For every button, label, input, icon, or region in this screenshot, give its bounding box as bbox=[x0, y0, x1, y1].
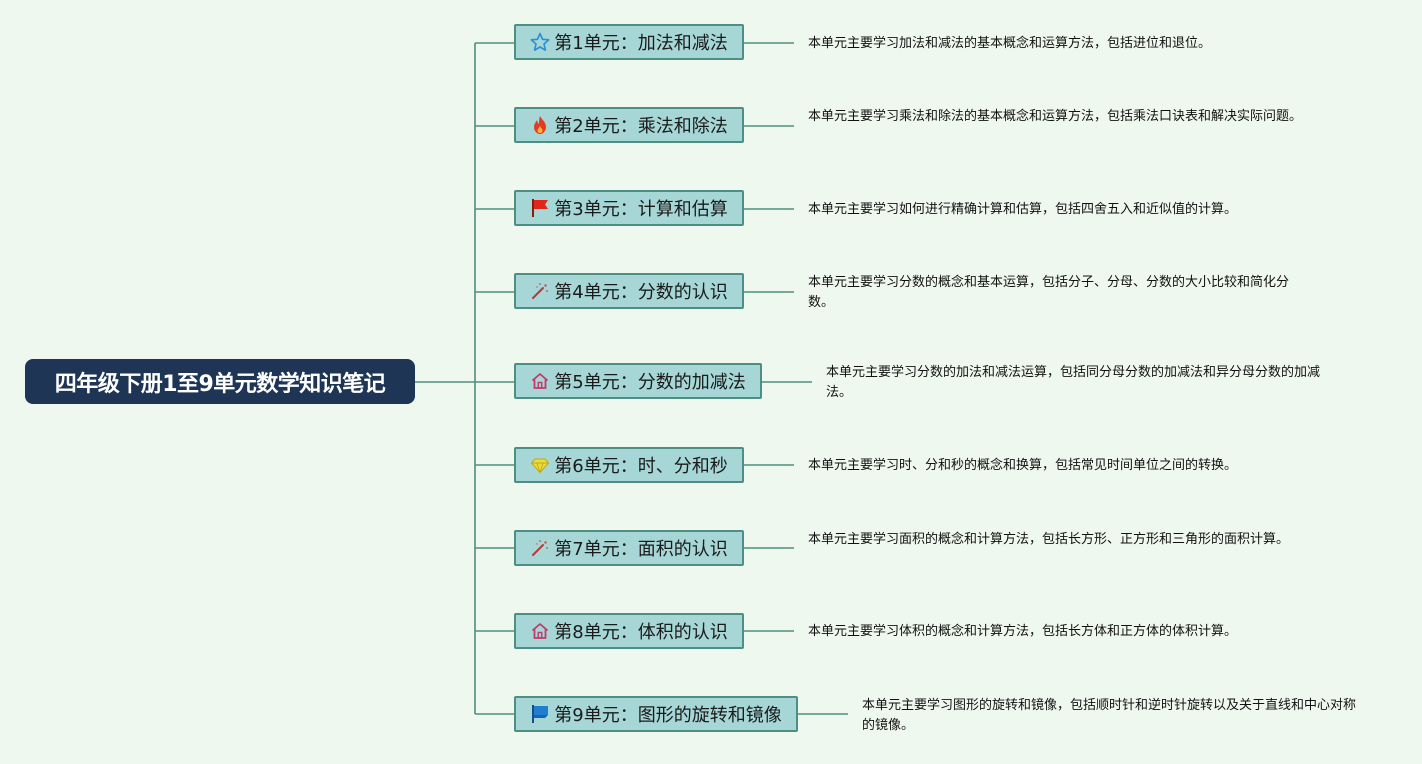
unit-9-title: 第9单元：图形的旋转和镜像 bbox=[554, 705, 782, 726]
unit-1-title: 第1单元：加法和减法 bbox=[554, 33, 728, 54]
unit-2-title: 第2单元：乘法和除法 bbox=[554, 116, 728, 137]
unit-8-node[interactable]: 第8单元：体积的认识 bbox=[514, 613, 744, 649]
unit-3-title: 第3单元：计算和估算 bbox=[554, 199, 728, 220]
unit-9-description: 本单元主要学习图形的旋转和镜像，包括顺时针和逆时针旋转以及关于直线和中心对称的镜… bbox=[862, 698, 1357, 733]
star-icon bbox=[530, 32, 550, 52]
blue-flag-icon bbox=[530, 704, 550, 724]
central-topic[interactable]: 四年级下册1至9单元数学知识笔记 bbox=[25, 359, 415, 404]
unit-4-node[interactable]: 第4单元：分数的认识 bbox=[514, 273, 744, 309]
unit-6-title: 第6单元：时、分和秒 bbox=[554, 456, 728, 477]
unit-2-description: 本单元主要学习乘法和除法的基本概念和运算方法，包括乘法口诀表和解决实际问题。 bbox=[808, 109, 1303, 124]
unit-3-description: 本单元主要学习如何进行精确计算和估算，包括四舍五入和近似值的计算。 bbox=[808, 202, 1238, 217]
red-flag-icon bbox=[530, 198, 550, 218]
unit-1-description: 本单元主要学习加法和减法的基本概念和运算方法，包括进位和退位。 bbox=[808, 36, 1212, 51]
fire-icon bbox=[530, 115, 550, 135]
unit-6-node[interactable]: 第6单元：时、分和秒 bbox=[514, 447, 744, 483]
home-icon bbox=[530, 371, 550, 391]
unit-5-description: 本单元主要学习分数的加法和减法运算，包括同分母分数的加减法和异分母分数的加减法。 bbox=[826, 365, 1321, 400]
unit-1-node[interactable]: 第1单元：加法和减法 bbox=[514, 24, 744, 60]
unit-4-title: 第4单元：分数的认识 bbox=[554, 282, 728, 303]
unit-8-title: 第8单元：体积的认识 bbox=[554, 622, 728, 643]
unit-7-title: 第7单元：面积的认识 bbox=[554, 539, 728, 560]
unit-9-node[interactable]: 第9单元：图形的旋转和镜像 bbox=[514, 696, 798, 732]
unit-7-node[interactable]: 第7单元：面积的认识 bbox=[514, 530, 744, 566]
diamond-icon bbox=[530, 455, 550, 475]
magic-wand-icon bbox=[530, 538, 550, 558]
unit-2-node[interactable]: 第2单元：乘法和除法 bbox=[514, 107, 744, 143]
unit-7-description: 本单元主要学习面积的概念和计算方法，包括长方形、正方形和三角形的面积计算。 bbox=[808, 532, 1290, 547]
home-icon bbox=[530, 621, 550, 641]
unit-5-title: 第5单元：分数的加减法 bbox=[554, 372, 746, 393]
unit-4-description: 本单元主要学习分数的概念和基本运算，包括分子、分母、分数的大小比较和简化分数。 bbox=[808, 275, 1290, 310]
unit-3-node[interactable]: 第3单元：计算和估算 bbox=[514, 190, 744, 226]
unit-8-description: 本单元主要学习体积的概念和计算方法，包括长方体和正方体的体积计算。 bbox=[808, 624, 1238, 639]
unit-5-node[interactable]: 第5单元：分数的加减法 bbox=[514, 363, 762, 399]
magic-wand-icon bbox=[530, 281, 550, 301]
unit-6-description: 本单元主要学习时、分和秒的概念和换算，包括常见时间单位之间的转换。 bbox=[808, 458, 1238, 473]
